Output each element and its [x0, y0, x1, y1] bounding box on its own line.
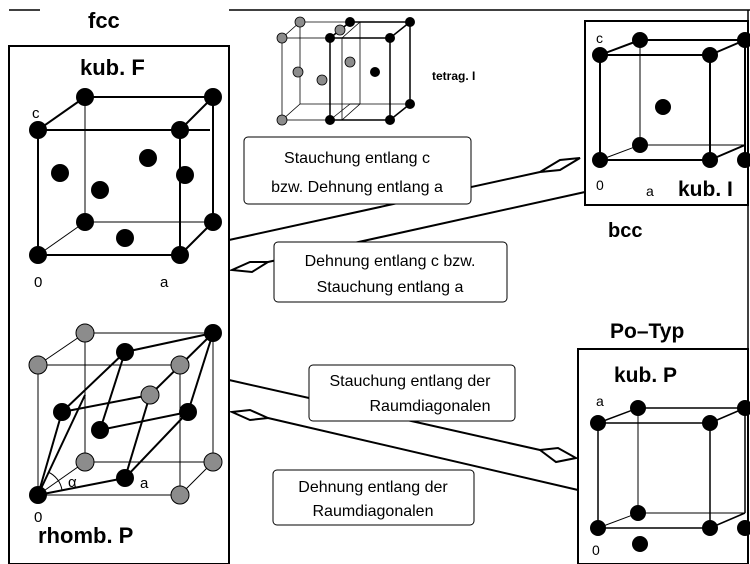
rhomb-alpha: α [68, 474, 77, 491]
box-stretch-c: Dehnung entlang c bzw. Stauchung entlang… [273, 241, 508, 303]
box-compress-c: Stauchung entlang c bzw. Dehnung entlang… [243, 136, 472, 205]
box-stretch-diag-line1: Dehnung entlang der [298, 479, 448, 496]
alpha-arc [47, 471, 63, 491]
bcc-atoms [592, 32, 750, 168]
bcc-label: bcc [608, 220, 642, 242]
box-stretch-diag: Dehnung entlang der Raumdiagonalen [272, 469, 475, 526]
box-compress-diag: Stauchung entlang der Raumdiagonalen [308, 364, 516, 422]
po-atoms [590, 400, 750, 552]
bcc-axis-a: a [646, 183, 654, 199]
tetrag-atoms-black [325, 17, 415, 125]
left-frame [8, 45, 230, 564]
fcc-origin: 0 [34, 274, 42, 291]
arrow-po-to-rhomb [228, 408, 579, 491]
kub-f-label: kub. F [80, 55, 145, 80]
box-compress-diag-line2: Raumdiagonalen [370, 398, 491, 415]
fcc-atoms [29, 88, 222, 264]
box-compress-c-line2: bzw. Dehnung entlang a [271, 179, 443, 196]
bcc-frame [584, 20, 749, 206]
rhomb-cell [37, 332, 214, 496]
tetrag-cell-black [329, 21, 411, 121]
box-stretch-diag-line2: Raumdiagonalen [313, 503, 434, 520]
rhomb-origin: 0 [34, 509, 42, 526]
bcc-axis-c: c [596, 30, 603, 46]
fcc-axis-a: a [160, 274, 169, 291]
rhomb-axis-a: a [140, 475, 149, 492]
kub-p-label: kub. P [614, 364, 677, 387]
box-stretch-c-line1: Dehnung entlang c bzw. [305, 253, 476, 270]
box-compress-c-line1: Stauchung entlang c [284, 150, 430, 167]
box-stretch-c-line2: Stauchung entlang a [317, 279, 464, 296]
po-cube [597, 407, 746, 529]
po-typ-label: Po–Typ [610, 320, 684, 343]
tetrag-atoms-gray [276, 16, 356, 126]
arrow-fcc-to-bcc [228, 157, 581, 241]
fcc-label: fcc [88, 8, 120, 33]
rhomb-p-label: rhomb. P [38, 523, 133, 548]
fcc-axis-c: c [32, 105, 40, 122]
bcc-origin: 0 [596, 177, 604, 193]
box-compress-diag-line1: Stauchung entlang der [329, 373, 491, 390]
po-axis-a: a [596, 393, 604, 409]
rhomb-atoms-gray [28, 323, 223, 505]
po-origin: 0 [592, 542, 600, 558]
bcc-cube [599, 39, 746, 161]
kub-i-label: kub. I [678, 178, 733, 201]
tetrag-i-label: tetrag. I [432, 69, 475, 83]
rhomb-atoms-black [29, 324, 222, 504]
